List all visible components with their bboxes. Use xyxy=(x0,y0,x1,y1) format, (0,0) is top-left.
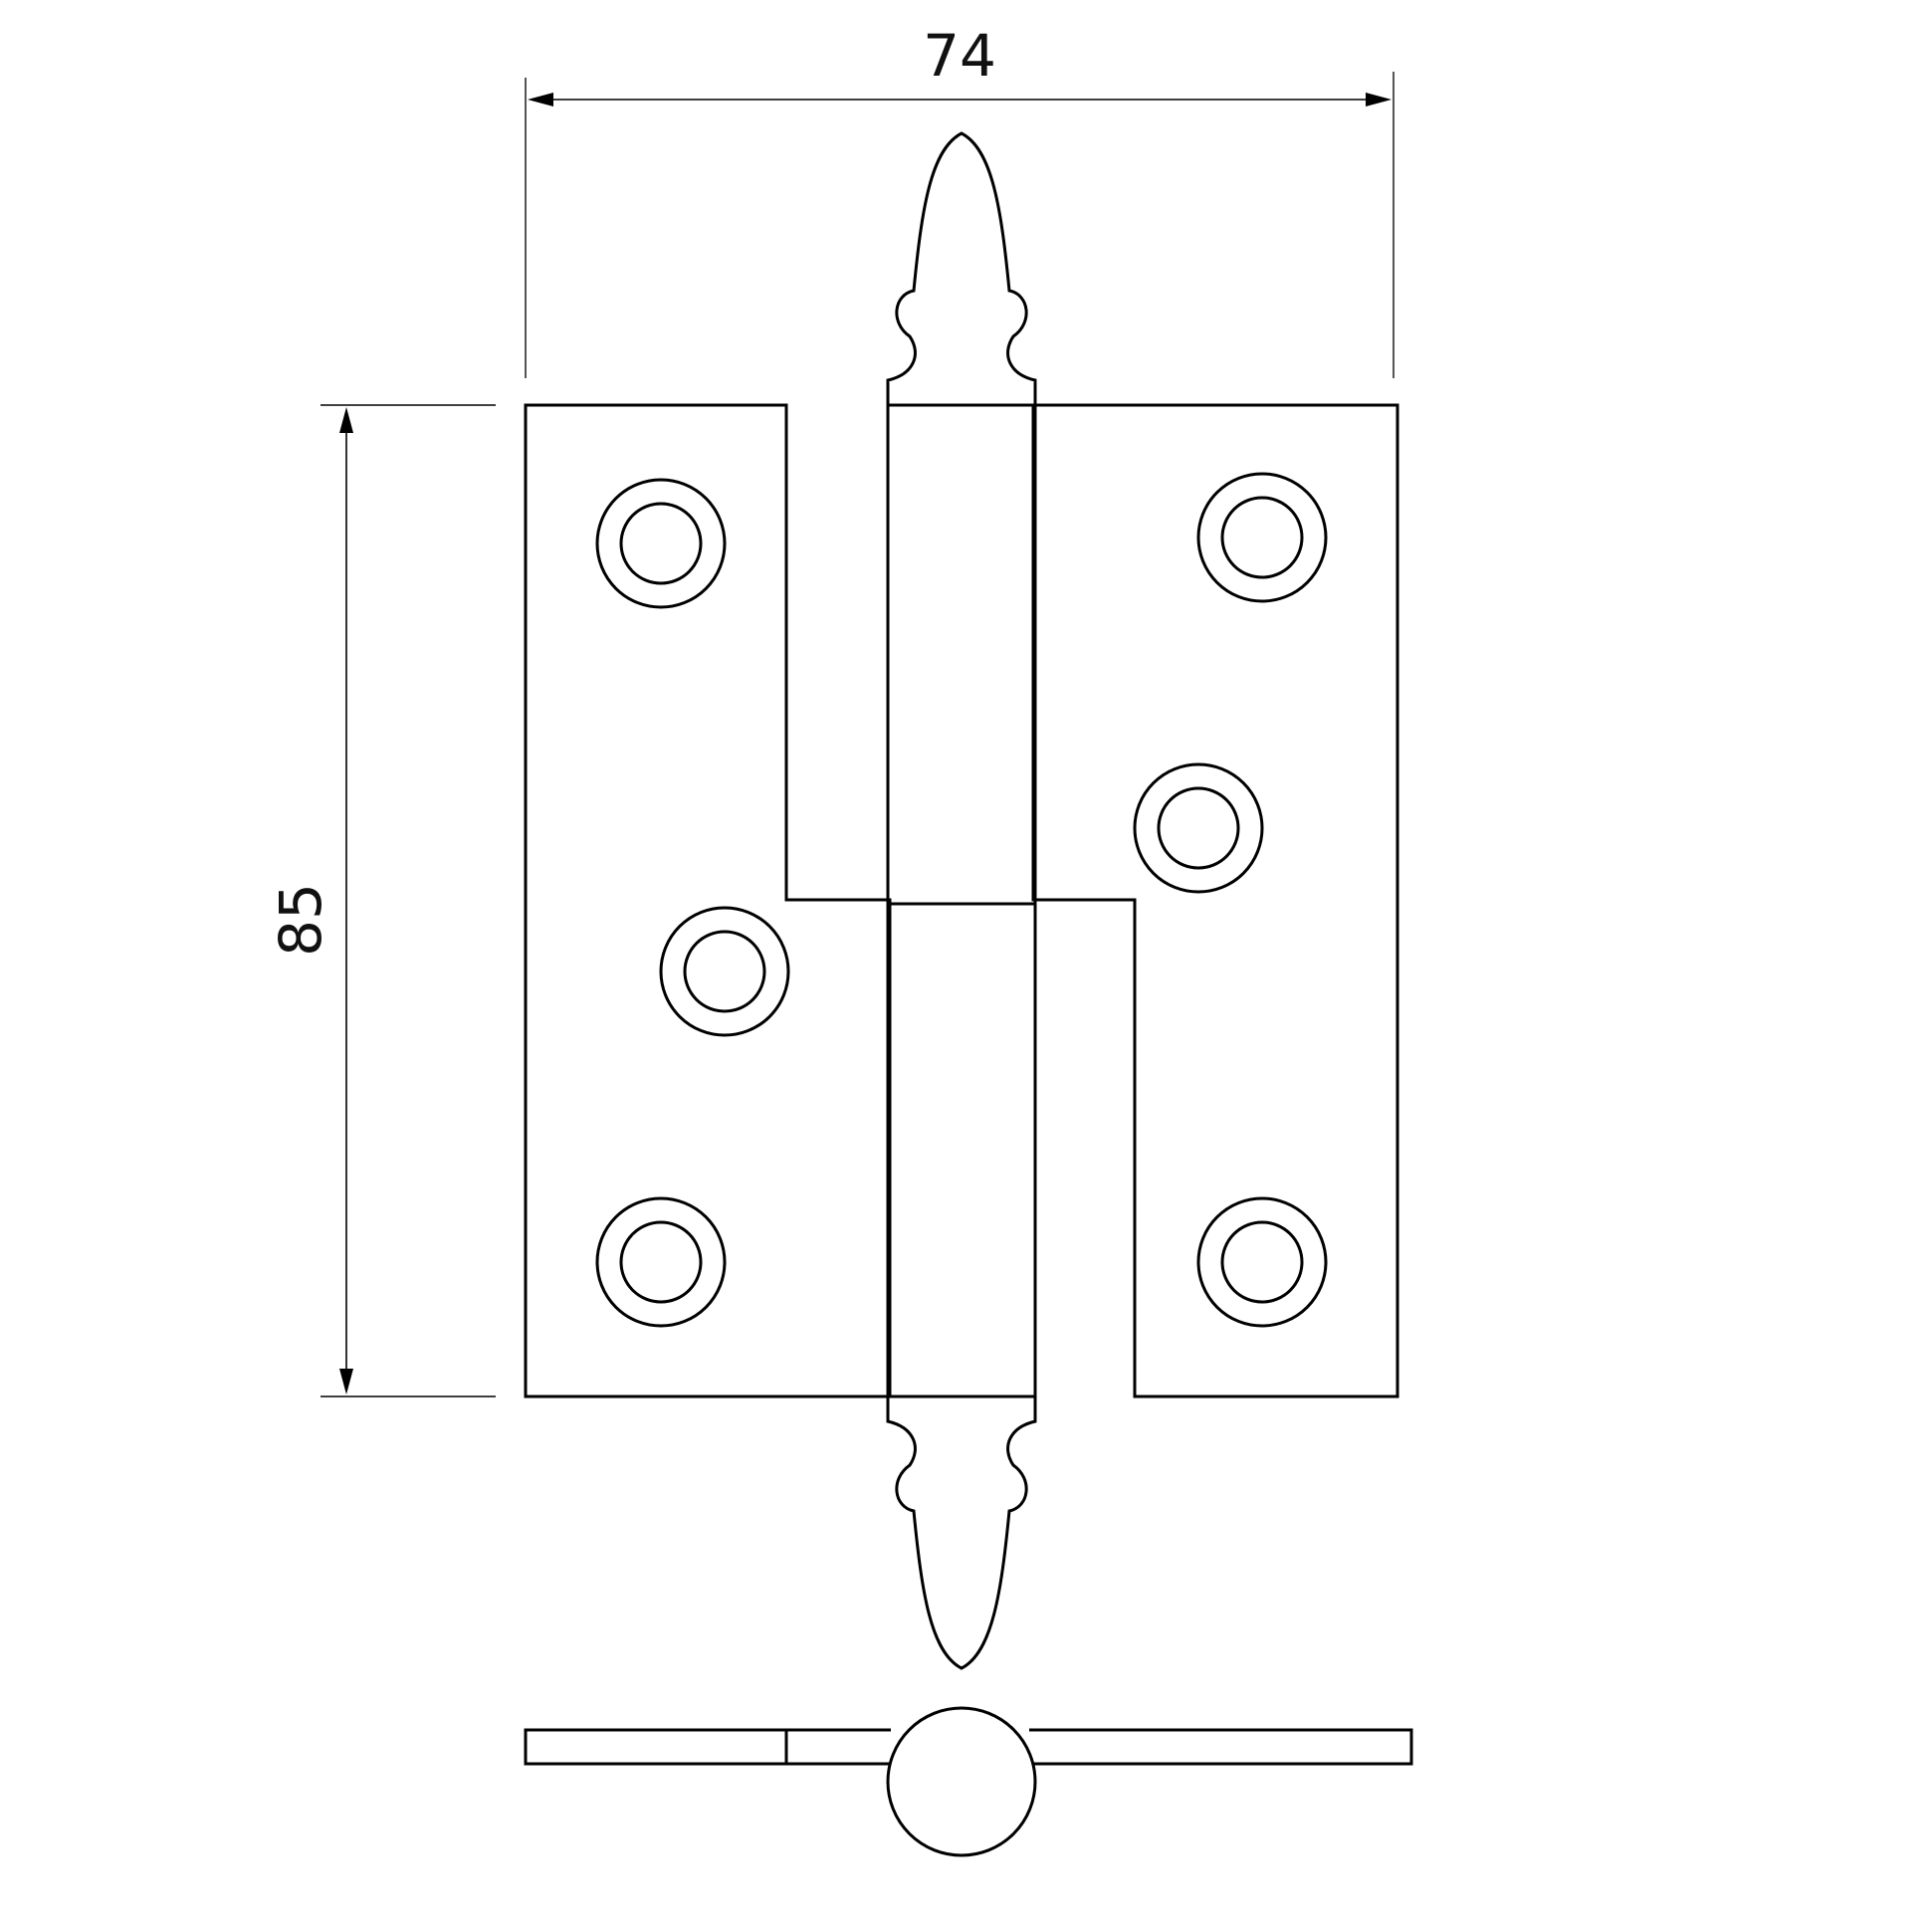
end-view-right-plate xyxy=(1029,1728,1413,1766)
screw-hole xyxy=(1133,762,1264,894)
left-leaf xyxy=(524,403,892,1398)
width-dimension: 74 xyxy=(525,22,1395,378)
hinge-knuckle xyxy=(886,403,1037,1398)
height-arrow-bottom xyxy=(339,1369,353,1395)
screw-hole xyxy=(595,1196,727,1328)
right-leaf xyxy=(1031,403,1399,1398)
width-arrow-right xyxy=(1366,93,1392,107)
screw-hole xyxy=(595,478,727,609)
top-finial xyxy=(886,131,1037,405)
hinge-front-view xyxy=(524,131,1399,1670)
width-arrow-left xyxy=(528,93,553,107)
height-dimension: 85 xyxy=(267,404,496,1397)
screw-hole xyxy=(1196,472,1328,603)
width-dimension-label: 74 xyxy=(923,22,996,90)
height-arrow-top xyxy=(339,407,353,433)
height-dimension-label: 85 xyxy=(267,883,334,957)
end-view-left-plate xyxy=(524,1728,891,1766)
bottom-finial xyxy=(886,1396,1037,1670)
end-view-knuckle xyxy=(886,1706,1037,1857)
screw-hole xyxy=(1196,1196,1328,1328)
screw-hole xyxy=(659,906,790,1037)
hinge-end-view xyxy=(524,1706,1413,1857)
